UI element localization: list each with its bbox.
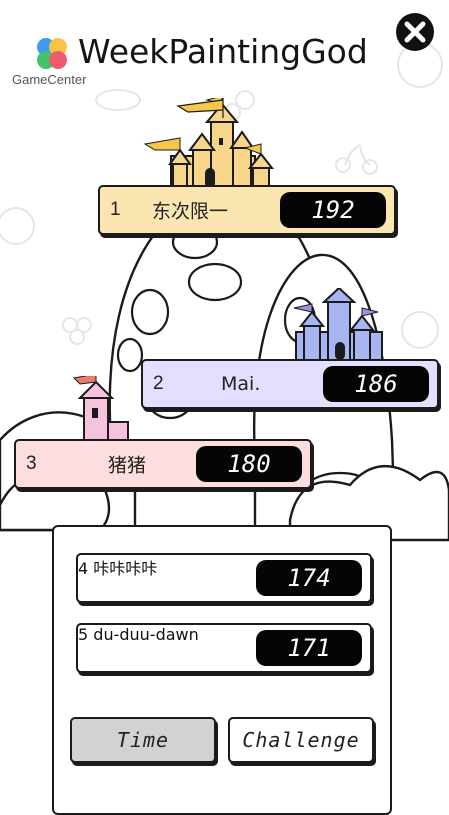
flag-gold-icon [176,98,224,118]
time-tab-button[interactable]: Time [70,717,216,763]
podium-second-plaque: 2 Mai. 186 [141,359,439,409]
score-badge: 180 [196,446,302,482]
game-title: WeekPaintingGod [78,32,368,71]
rank-number: 5 [78,625,89,644]
game-center-label: GameCenter [12,72,87,87]
rank-number: 3 [26,453,37,474]
watermelon-outline-bg [95,89,141,111]
podium-third-plaque: 3 猪猪 180 [14,439,312,489]
rank-number: 2 [153,373,164,394]
leaderboard-row-4: 4 咔咔咔咔 174 [76,553,372,603]
leaderboard-list-panel: 4 咔咔咔咔 174 5 du-duu-dawn 171 Time Challe… [52,525,392,815]
challenge-tab-button[interactable]: Challenge [228,717,374,763]
player-name: du-duu-dawn [93,625,199,644]
podium-first-plaque: 1 东次限一 192 [98,185,396,235]
player-name: 东次限一 [152,200,229,223]
cherry-outline-bg [344,144,371,166]
close-icon[interactable] [394,11,436,53]
score-badge: 171 [256,630,362,666]
apple-outline-bg [0,207,35,245]
leaderboard-row-5: 5 du-duu-dawn 171 [76,623,372,673]
score-badge: 174 [256,560,362,596]
score-badge: 192 [280,192,386,228]
game-center-logo [37,38,67,69]
castle-blue-icon [293,288,383,360]
player-name: Mai. [221,373,261,395]
score-badge: 186 [323,366,429,402]
player-name: 猪猪 [108,454,147,477]
player-name: 咔咔咔咔 [93,559,158,578]
rank-number: 4 [78,559,89,578]
rank-number: 1 [110,199,121,220]
castle-pink-icon [72,376,129,442]
